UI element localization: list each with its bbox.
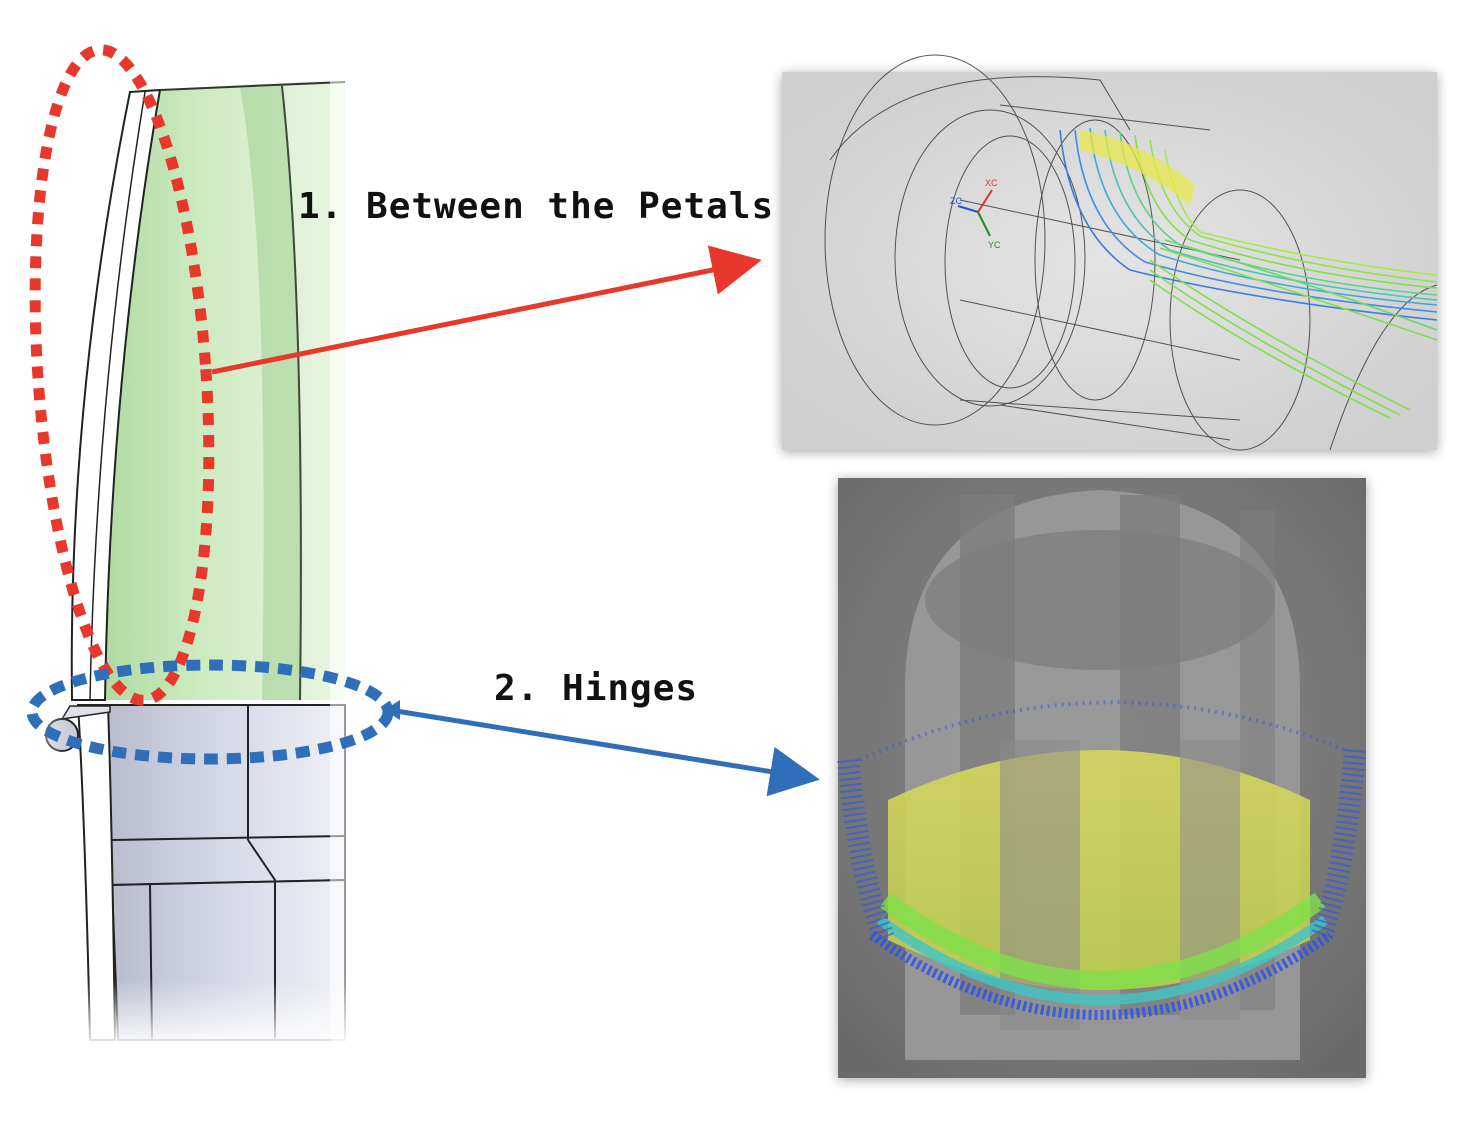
steel-collar	[108, 705, 345, 885]
hinges-callout-label: 2. Hinges	[494, 668, 698, 709]
axis-yc-label: YC	[988, 240, 1001, 250]
streamline-simulation-view: XC YC ZC	[782, 55, 1437, 450]
fade-bottom	[0, 980, 360, 1050]
fade-left	[0, 30, 70, 1050]
axis-xc-label: XC	[985, 178, 998, 188]
axis-zc-label: ZC	[950, 196, 962, 206]
petals-callout-label: 1. Between the Petals	[298, 186, 774, 227]
hinges-arrow	[390, 710, 810, 778]
hinge-simulation-view	[838, 478, 1366, 1078]
